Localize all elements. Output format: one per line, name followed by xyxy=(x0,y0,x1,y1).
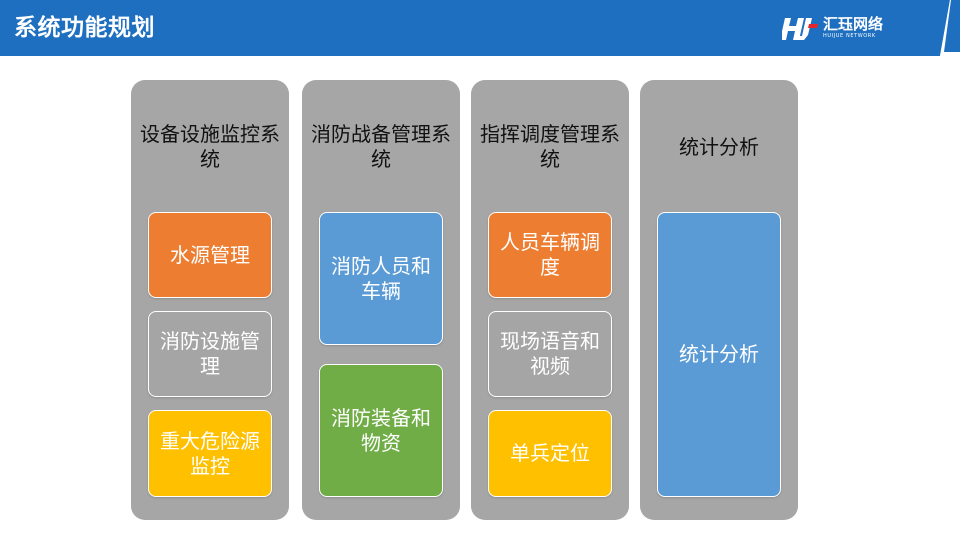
column-fire-readiness: 消防战备管理系统 消防人员和车辆 消防装备和物资 xyxy=(302,80,460,520)
column-equipment-monitoring: 设备设施监控系统 水源管理 消防设施管理 重大危险源监控 xyxy=(131,80,289,520)
module-equipment-supplies[interactable]: 消防装备和物资 xyxy=(319,364,443,497)
module-personnel-vehicles[interactable]: 消防人员和车辆 xyxy=(319,212,443,345)
column-statistics: 统计分析 统计分析 xyxy=(640,80,798,520)
hj-logo-icon xyxy=(782,18,818,40)
logo-chinese-text: 汇珏网络 xyxy=(823,15,884,33)
page-title: 系统功能规划 xyxy=(14,15,155,41)
module-voice-video[interactable]: 现场语音和视频 xyxy=(488,311,612,397)
company-logo: 汇珏网络 HUIJUE NETWORK xyxy=(782,16,883,42)
module-major-hazard[interactable]: 重大危险源监控 xyxy=(148,410,272,497)
module-soldier-positioning[interactable]: 单兵定位 xyxy=(488,410,612,497)
header-bar: 系统功能规划 汇珏网络 HUIJUE NETWORK xyxy=(0,0,960,56)
logo-english-text: HUIJUE NETWORK xyxy=(823,33,876,39)
column-title: 统计分析 xyxy=(679,134,759,159)
module-statistics[interactable]: 统计分析 xyxy=(657,212,781,497)
header-background xyxy=(0,0,960,56)
column-title: 设备设施监控系统 xyxy=(140,122,280,171)
column-command-dispatch: 指挥调度管理系统 人员车辆调度 现场语音和视频 单兵定位 xyxy=(471,80,629,520)
column-title: 指挥调度管理系统 xyxy=(480,122,620,171)
column-title: 消防战备管理系统 xyxy=(311,122,451,171)
module-dispatch[interactable]: 人员车辆调度 xyxy=(488,212,612,298)
module-water-source[interactable]: 水源管理 xyxy=(148,212,272,298)
module-fire-facilities[interactable]: 消防设施管理 xyxy=(148,311,272,397)
